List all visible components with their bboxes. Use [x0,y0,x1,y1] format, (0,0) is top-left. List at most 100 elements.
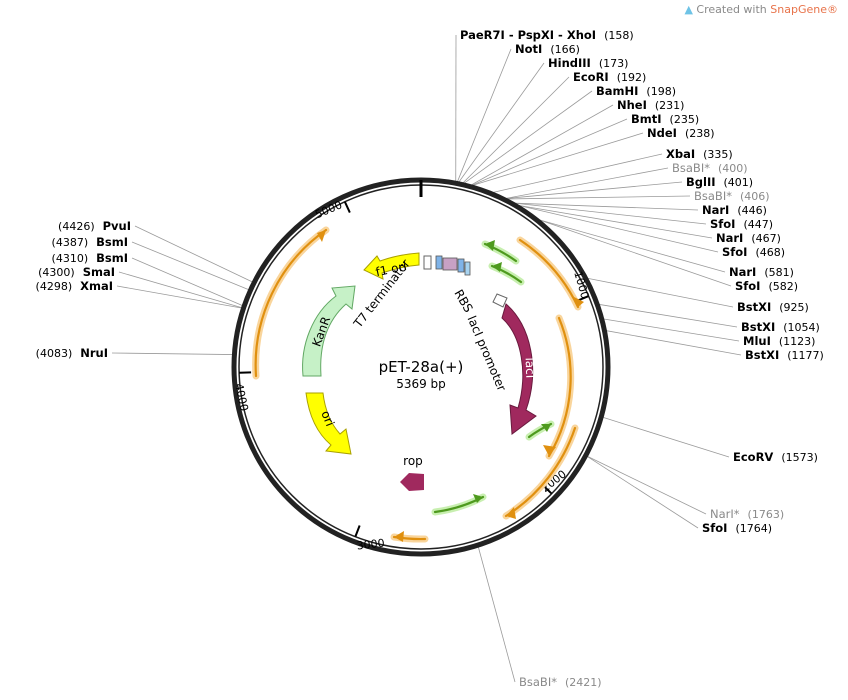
site-label-left-2: (4310)BsmI [52,251,128,265]
leader-line-right-12 [515,202,699,211]
site-position: (4310) [52,252,89,265]
mcs-box [442,257,458,271]
site-position: (1123) [779,335,816,348]
site-position: (4426) [58,220,95,233]
kanr-label: KanR [309,315,333,349]
leader-line-right-20 [603,318,740,342]
site-name: NheI [617,98,647,112]
site-label-right-16: NarI(581) [729,265,794,279]
leader-line-right-18 [587,277,734,308]
site-label-right-25: BsaBI* (2421) [519,675,602,689]
site-position: (401) [724,176,754,189]
site-name: SmaI [83,265,115,279]
leader-line-right-7 [472,132,644,186]
site-label-right-4: BamHI(198) [596,84,676,98]
site-name: BstXI [745,348,779,362]
laci-promoter-box [492,293,508,308]
site-position: (166) [550,43,580,56]
leader-line-left-1 [131,241,249,291]
site-name: NarI [716,231,743,245]
site-position: (4298) [36,280,73,293]
site-label-right-12: NarI(446) [702,203,767,217]
site-label-left-5: (4083) NruI [36,346,108,360]
leader-line-right-14 [519,205,713,239]
site-label-right-14: NarI (467) [716,231,781,245]
site-name: NdeI [647,126,677,140]
orange-arrowhead-3 [506,507,516,519]
leader-line-right-8 [493,153,663,193]
tick-label-4000: 4000 [232,382,251,412]
ori-label: ori [318,409,337,429]
tick-mark-3000 [354,525,361,538]
site-position: (4300) [38,266,75,279]
snapgene-credit: ▲ Created with SnapGene® [684,3,838,16]
orange-arc-5 [254,228,328,378]
site-name: NruI [80,346,108,360]
site-name: BsaBI* [694,189,732,203]
site-label-right-19: BstXI (1054) [741,320,820,334]
leader-line-left-3 [118,271,242,308]
site-name: BsmI [96,235,128,249]
site-position: (335) [703,148,733,161]
site-name: BglII [686,175,716,189]
site-position: (582) [768,280,798,293]
site-position: (231) [655,99,685,112]
leader-line-right-10 [506,181,683,199]
site-name: PaeR7I - PspXI - XhoI [460,28,596,42]
site-label-right-6: BmtI(235) [631,112,699,126]
orange-arrowhead-2 [543,445,556,456]
green-arrowhead-4 [473,494,483,503]
site-position: (467) [751,232,781,245]
site-name: NarI [729,265,756,279]
leader-line-left-0 [134,225,253,283]
leader-line-right-5 [471,104,614,186]
site-label-right-23: NarI* (1763) [710,507,784,521]
site-position: (4083) [36,347,73,360]
site-name: MluI [743,334,771,348]
site-label-right-2: HindIII(173) [548,56,628,70]
leader-line-right-9 [506,167,669,199]
site-position: (1763) [748,508,785,521]
site-position: (1054) [783,321,820,334]
site-position: (447) [743,218,773,231]
site-name: BmtI [631,112,662,126]
site-label-right-0: PaeR7I - PspXI - XhoI(158) [460,28,634,42]
tick-label-5000: 5000 [313,198,344,221]
leader-line-right-3 [462,76,570,184]
site-name: BsaBI* [519,675,557,689]
site-label-right-13: SfoI(447) [710,217,773,231]
site-position: (4387) [52,236,89,249]
site-label-right-7: NdeI(238) [647,126,715,140]
site-position: (925) [779,301,809,314]
f1-ori-arrow [363,252,420,280]
site-name: NarI [702,203,729,217]
site-leader-lines [111,34,742,683]
site-name: BstXI [741,320,775,334]
laci-promoter-label: lacI promoter [465,314,509,393]
leader-line-right-22 [603,417,730,458]
plasmid-name: pET-28a(+) [379,358,464,376]
restriction-site-labels: PaeR7I - PspXI - XhoI(158)NotI (166)HindI… [36,28,824,689]
site-position: (2421) [565,676,602,689]
site-label-right-3: EcoRI(192) [573,70,646,84]
site-name: NarI* [710,507,740,521]
leader-line-right-15 [519,205,719,253]
site-position: (1764) [735,522,772,535]
site-position: (400) [718,162,748,175]
site-label-right-20: MluI (1123) [743,334,815,348]
site-label-right-8: XbaI(335) [666,147,733,161]
site-label-right-10: BglII (401) [686,175,753,189]
orange-arc-3 [504,426,577,518]
site-position: (1573) [781,451,818,464]
site-name: SfoI [702,521,727,535]
laci-label: lacI [523,357,538,378]
site-label-left-1: (4387) BsmI [52,235,128,249]
leader-line-right-6 [472,118,628,186]
site-name: NotI [515,42,542,56]
site-label-left-3: (4300) SmaI [38,265,115,279]
his-tag-box [435,255,443,270]
leader-line-right-25 [477,546,516,683]
leader-line-left-2 [131,257,243,306]
